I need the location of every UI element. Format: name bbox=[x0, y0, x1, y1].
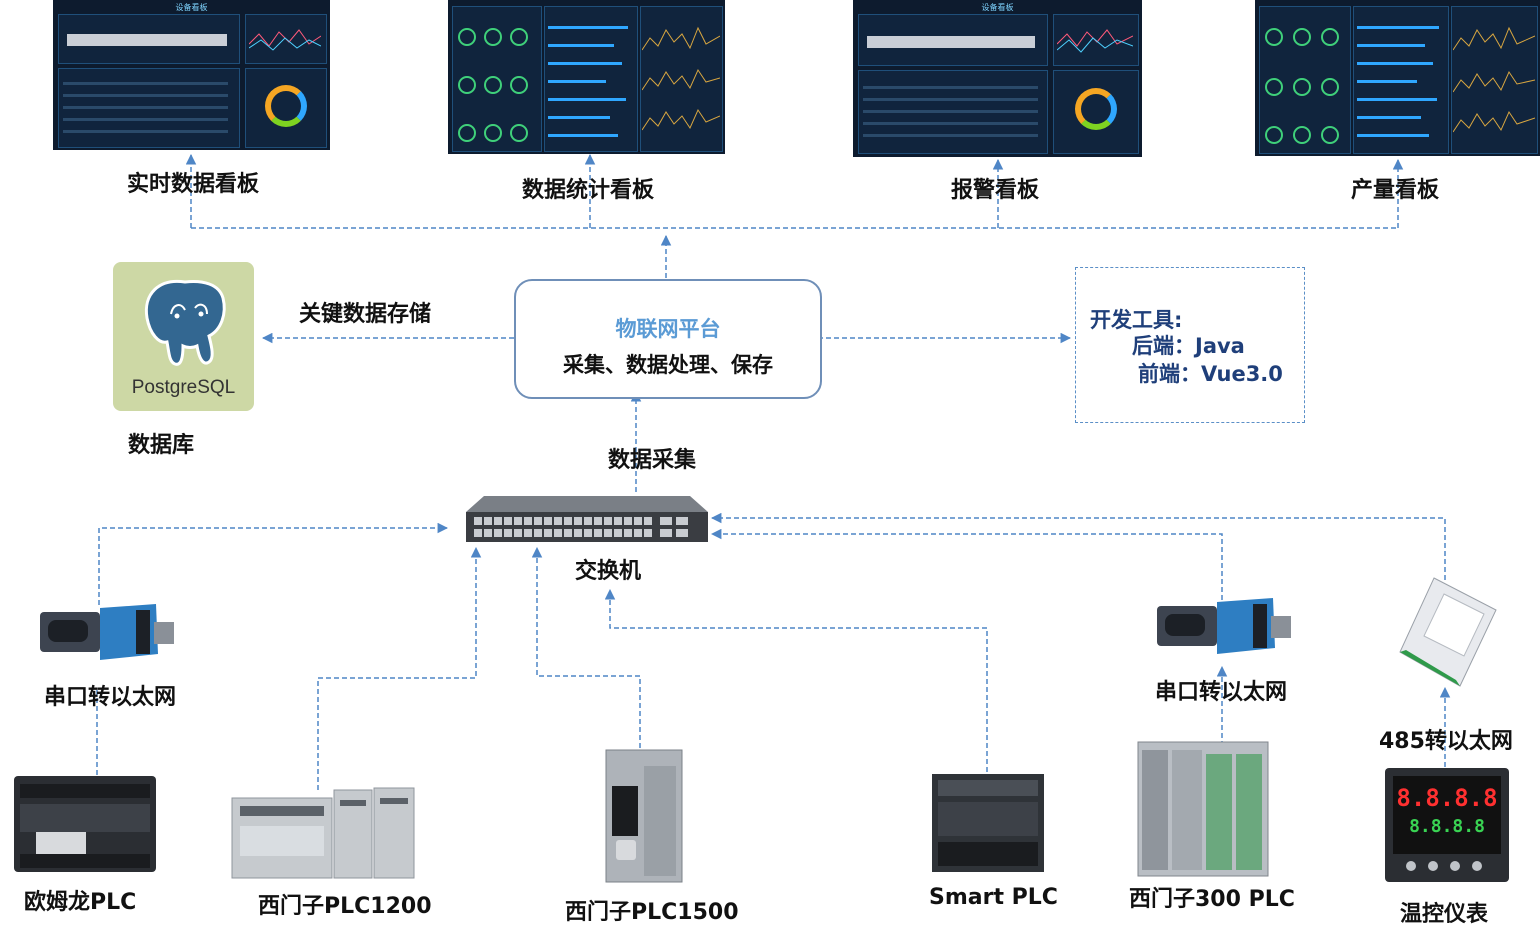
smart-plc-label: Smart PLC bbox=[929, 885, 1058, 910]
realtime-dashboard-label: 实时数据看板 bbox=[127, 172, 260, 197]
frontend-label: 前端：Vue3.0 bbox=[1138, 362, 1283, 386]
rs485-converter-label: 485转以太网 bbox=[1379, 729, 1513, 754]
iot-platform-box: 物联网平台 采集、数据处理、保存 bbox=[514, 279, 822, 399]
statistics-dashboard-label: 数据统计看板 bbox=[522, 178, 655, 203]
rs485-to-ethernet-converter-icon bbox=[1399, 577, 1497, 687]
network-switch-icon bbox=[466, 496, 708, 542]
siemens-s7-300-plc-icon bbox=[1137, 741, 1269, 877]
realtime-dashboard-screenshot: 设备看板 bbox=[53, 0, 330, 150]
platform-title: 物联网平台 bbox=[615, 317, 721, 341]
smart-plc-icon bbox=[932, 774, 1044, 872]
siemens-plc1200-label: 西门子PLC1200 bbox=[258, 894, 432, 919]
dev-tools-box: 开发工具: 后端：Java 前端：Vue3.0 bbox=[1075, 267, 1305, 423]
svg-text:8.8.8.8: 8.8.8.8 bbox=[1409, 816, 1485, 837]
serial-converter-right-label: 串口转以太网 bbox=[1155, 680, 1288, 705]
postgresql-logo: PostgreSQL bbox=[113, 262, 254, 411]
omron-plc-label: 欧姆龙PLC bbox=[24, 890, 137, 915]
database-label: 数据库 bbox=[128, 433, 195, 458]
dashboard-header: 设备看板 bbox=[175, 3, 208, 12]
serial-to-ethernet-converter-icon bbox=[1157, 598, 1291, 654]
statistics-dashboard-screenshot bbox=[448, 0, 725, 154]
temperature-controller-icon: 8.8.8.8 8.8.8.8 bbox=[1385, 768, 1509, 882]
storage-label: 关键数据存储 bbox=[299, 302, 432, 327]
siemens-plc1200-icon bbox=[231, 787, 415, 879]
backend-label: 后端：Java bbox=[1132, 334, 1245, 358]
alarm-dashboard-screenshot: 设备看板 bbox=[853, 0, 1142, 157]
siemens-300-plc-label: 西门子300 PLC bbox=[1129, 887, 1295, 912]
temperature-controller-label: 温控仪表 bbox=[1400, 902, 1489, 927]
dev-tools-title: 开发工具: bbox=[1090, 308, 1183, 332]
omron-plc-icon bbox=[14, 776, 156, 872]
dashboard-header: 设备看板 bbox=[981, 3, 1014, 12]
serial-converter-left-label: 串口转以太网 bbox=[44, 685, 177, 710]
data-collection-label: 数据采集 bbox=[608, 448, 697, 473]
elephant-icon bbox=[144, 279, 226, 366]
production-dashboard-label: 产量看板 bbox=[1351, 178, 1440, 203]
production-dashboard-screenshot bbox=[1255, 0, 1540, 156]
switch-label: 交换机 bbox=[575, 559, 642, 584]
siemens-plc1500-label: 西门子PLC1500 bbox=[565, 900, 739, 925]
serial-to-ethernet-converter-icon bbox=[40, 604, 174, 660]
postgresql-text: PostgreSQL bbox=[131, 377, 236, 398]
platform-subtitle: 采集、数据处理、保存 bbox=[563, 353, 773, 377]
siemens-plc1500-icon bbox=[605, 749, 683, 883]
alarm-dashboard-label: 报警看板 bbox=[951, 178, 1040, 203]
temperature-display: 8.8.8.8 bbox=[1396, 784, 1497, 812]
